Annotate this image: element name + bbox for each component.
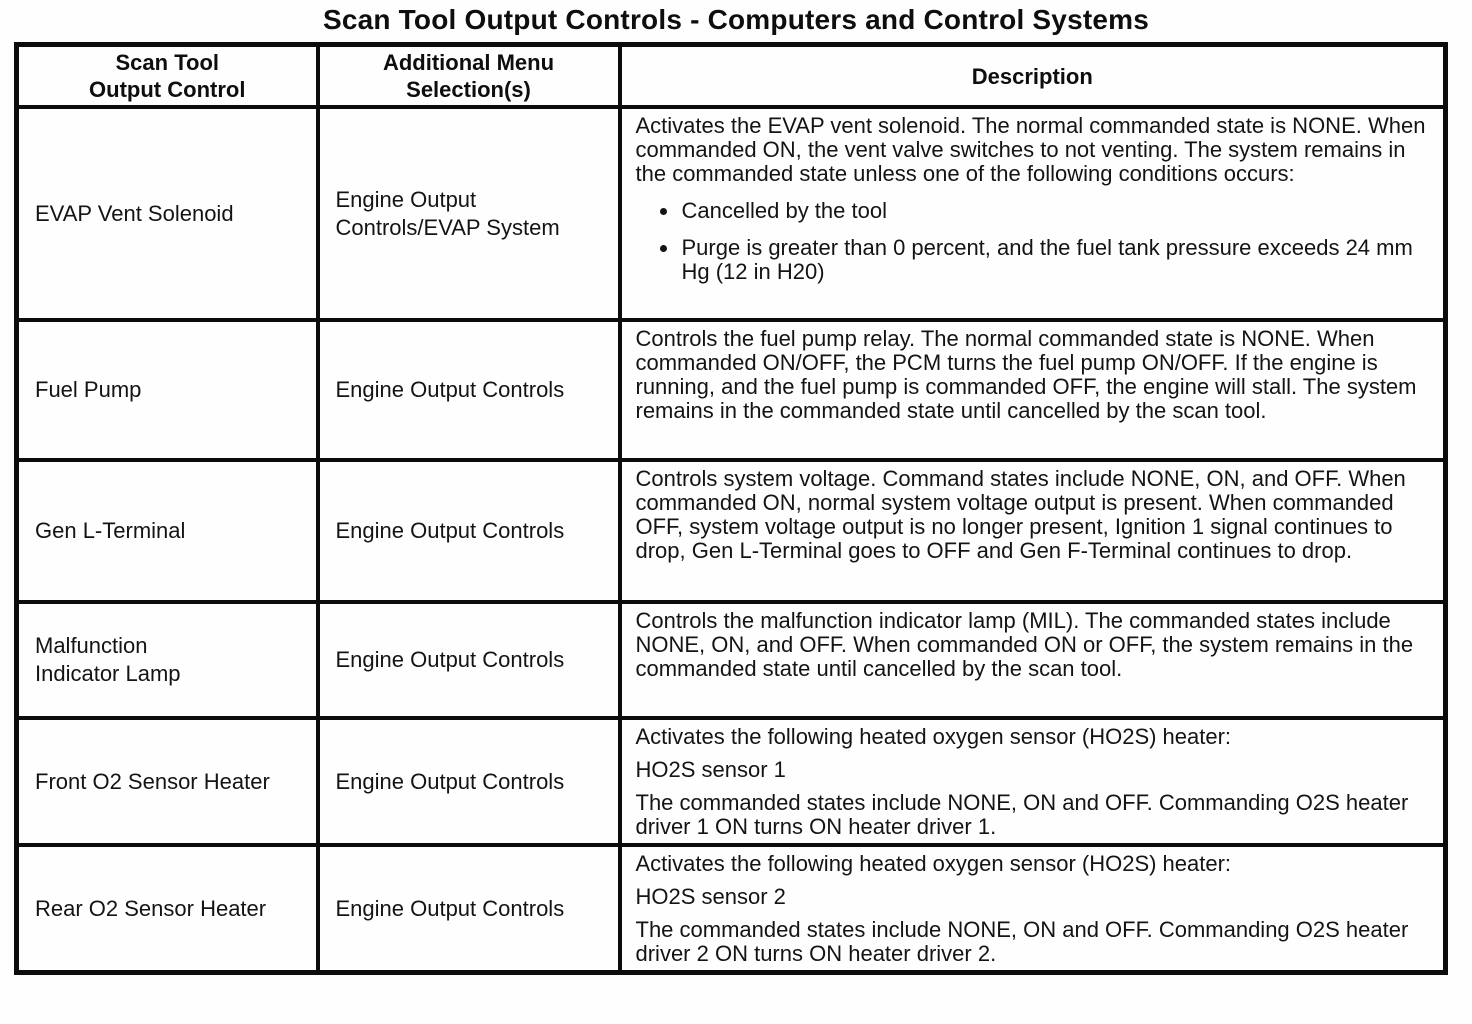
table-row: Front O2 Sensor Heater Engine Output Con… — [14, 716, 1448, 847]
description-cell: Activates the following heated oxygen se… — [617, 843, 1448, 975]
description-paragraph: Controls system voltage. Command states … — [635, 466, 1406, 563]
menu-cell: Engine Output Controls/EVAP System — [315, 105, 622, 322]
control-cell: Fuel Pump — [14, 318, 320, 462]
description-paragraph: HO2S sensor 1 — [635, 757, 786, 782]
description-paragraph: Activates the following heated oxygen se… — [635, 851, 1232, 876]
description-cell: Activates the following heated oxygen se… — [617, 716, 1448, 847]
header-cell-control: Scan Tool Output Control — [14, 42, 320, 109]
description-paragraph: Controls the malfunction indicator lamp … — [635, 608, 1414, 681]
description-paragraph: HO2S sensor 2 — [635, 884, 786, 909]
description-paragraph: Activates the following heated oxygen se… — [635, 724, 1232, 749]
menu-cell: Engine Output Controls — [315, 458, 622, 604]
control-cell: Rear O2 Sensor Heater — [14, 843, 320, 975]
menu-cell: Engine Output Controls — [315, 318, 622, 462]
description-paragraph: The commanded states include NONE, ON an… — [635, 790, 1409, 839]
description-paragraph: Activates the EVAP vent solenoid. The no… — [635, 113, 1426, 186]
control-cell: Malfunction Indicator Lamp — [14, 600, 320, 720]
description-paragraph: Controls the fuel pump relay. The normal… — [635, 326, 1417, 423]
control-cell: Front O2 Sensor Heater — [14, 716, 320, 847]
bullet-item: Purge is greater than 0 percent, and the… — [680, 236, 1432, 284]
description-cell: Activates the EVAP vent solenoid. The no… — [617, 105, 1448, 322]
table-row: Fuel Pump Engine Output Controls Control… — [14, 318, 1448, 462]
table-row: Gen L-Terminal Engine Output Controls Co… — [14, 458, 1448, 604]
page-title: Scan Tool Output Controls - Computers an… — [322, 4, 1150, 35]
output-controls-table: Scan Tool Output Control Additional Menu… — [14, 42, 1448, 975]
table-row: Rear O2 Sensor Heater Engine Output Cont… — [14, 843, 1448, 975]
menu-cell: Engine Output Controls — [315, 716, 622, 847]
table-row: Malfunction Indicator Lamp Engine Output… — [14, 600, 1448, 720]
menu-cell: Engine Output Controls — [315, 843, 622, 975]
header-cell-description: Description — [617, 42, 1448, 109]
control-cell: Gen L-Terminal — [14, 458, 320, 604]
table-header-row: Scan Tool Output Control Additional Menu… — [14, 42, 1448, 109]
table-row: EVAP Vent Solenoid Engine Output Control… — [14, 105, 1448, 322]
description-paragraph: The commanded states include NONE, ON an… — [635, 917, 1409, 966]
description-cell: Controls the fuel pump relay. The normal… — [617, 318, 1448, 462]
header-cell-menu: Additional Menu Selection(s) — [315, 42, 622, 109]
bullet-item: Cancelled by the tool — [680, 199, 1432, 223]
menu-cell: Engine Output Controls — [315, 600, 622, 720]
bullet-list: Cancelled by the tool Purge is greater t… — [636, 199, 1432, 284]
control-cell: EVAP Vent Solenoid — [14, 105, 320, 322]
description-cell: Controls system voltage. Command states … — [617, 458, 1448, 604]
description-cell: Controls the malfunction indicator lamp … — [617, 600, 1448, 720]
